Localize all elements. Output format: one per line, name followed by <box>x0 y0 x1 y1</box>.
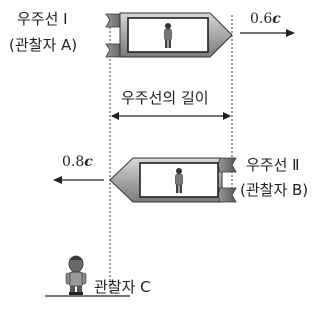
spaceship-1-speed-value: 0.6 <box>250 11 273 27</box>
spaceship-2-fin-top <box>217 157 237 173</box>
observer-b-label: (관찰자 B) <box>240 181 309 199</box>
spaceship-1-speed-unit: c <box>272 11 281 27</box>
length-arrowhead-right <box>223 112 231 120</box>
spaceship-1-arrowhead <box>286 29 295 37</box>
spaceship-2-speed-label: 0.8c <box>62 154 93 170</box>
length-arrowhead-left <box>111 112 119 120</box>
astronaut-a-icon <box>164 23 172 48</box>
observer-a-label: (관찰자 A) <box>9 36 78 54</box>
ship-length-label: 우주선의 길이 <box>121 89 209 107</box>
observer-c-person-icon <box>65 255 87 295</box>
spaceship-2-name: 우주선 Ⅱ <box>246 156 300 174</box>
spaceship-1-speed-label: 0.6c <box>250 11 281 27</box>
spaceship-2-speed-value: 0.8 <box>62 154 85 170</box>
spaceship-2-arrowhead <box>53 176 62 184</box>
observer-c-label: 관찰자 C <box>94 278 151 296</box>
spaceship-1-name: 우주선 Ⅰ <box>17 10 68 28</box>
astronaut-b-icon <box>175 168 183 193</box>
spaceship-2 <box>109 157 237 203</box>
spaceship-1 <box>105 12 233 58</box>
spaceship-2-fin-bottom <box>217 187 237 203</box>
spaceship-2-speed-unit: c <box>84 154 93 170</box>
